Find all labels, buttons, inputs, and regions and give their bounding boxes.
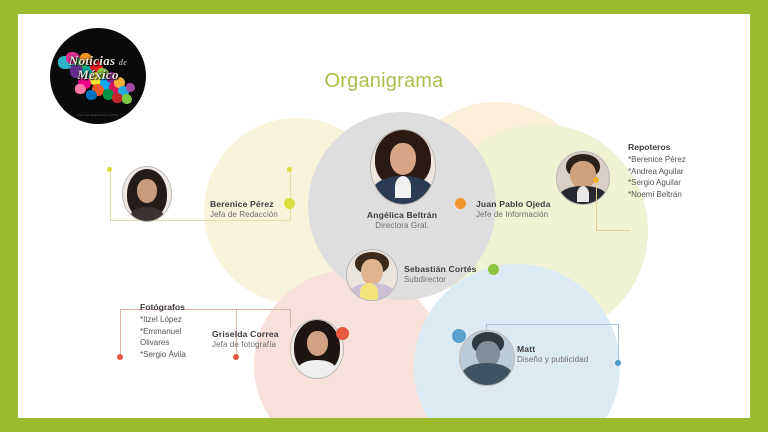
group-member: *Berenice Pérez: [628, 155, 686, 164]
group-member: *Andrea Aguilar: [628, 166, 684, 176]
group-member: *Emmanuel: [140, 326, 182, 336]
person-name: Berenice Pérez: [210, 199, 274, 209]
logo-footer-url: www.noticiasdemexico.com.mx: [77, 114, 119, 117]
label-matt: Matt Diseño y publicidad: [517, 344, 588, 364]
person-role: Jefe de Información: [476, 210, 549, 219]
person-role: Jefa de fotografía: [212, 340, 277, 349]
blob-blue-bottom: [414, 264, 620, 418]
person-name: Juan Pablo Ojeda: [476, 199, 551, 209]
group-member: *Noemi Beltrán: [628, 189, 682, 199]
person-role: Subdirector: [404, 275, 447, 284]
group-member: *Itzel López: [140, 315, 182, 324]
avatar-sebastian-cortes: [346, 249, 398, 301]
group-heading: Fotógrafos: [140, 302, 185, 312]
dot-sebastian-cortes: [488, 264, 499, 275]
mexico-map-graphic: [56, 50, 140, 110]
group-member-cont: Olivares: [140, 338, 170, 348]
person-name: Angélica Beltrán: [366, 210, 438, 220]
dot-griselda-correa: [336, 327, 349, 340]
slide-canvas: Noticias de México www.noticiasdemexico.…: [18, 14, 750, 418]
logo-line1-small: de: [118, 58, 128, 67]
group-heading: Repoteros: [628, 142, 671, 152]
label-sebastian-cortes: Sebastián Cortés Subdirector: [404, 264, 477, 284]
label-griselda-correa: Griselda Correa Jefa de fotografía: [212, 329, 279, 349]
person-name: Sebastián Cortés: [404, 264, 477, 274]
person-role: Directora Gral.: [375, 221, 429, 230]
avatar-angelica-beltran: [370, 129, 436, 205]
group-fotografos: Fotógrafos *Itzel López *Emmanuel Olivar…: [140, 302, 186, 360]
label-angelica-beltran: Angélica Beltrán Directora Gral.: [308, 210, 496, 230]
page-title: Organigrama: [324, 70, 444, 92]
logo-line1: Noticias: [68, 53, 116, 68]
logo-line2: México: [77, 66, 119, 82]
avatar-juan-pablo-ojeda: [556, 151, 610, 205]
person-name: Matt: [517, 344, 536, 354]
group-member-list: *Berenice Pérez *Andrea Aguilar *Sergio …: [628, 154, 686, 200]
person-role: Diseño y publicidad: [517, 355, 589, 364]
avatar-berenice-perez: [122, 166, 172, 222]
noticias-de-mexico-logo: Noticias de México www.noticiasdemexico.…: [50, 28, 146, 124]
avatar-matt: [459, 330, 515, 386]
group-member: *Sergio Aguilar: [628, 178, 681, 188]
person-name: Griselda Correa: [212, 329, 279, 339]
person-role: Jefa de Redacción: [210, 210, 278, 219]
group-repoteros: Repoteros *Berenice Pérez *Andrea Aguila…: [628, 142, 686, 200]
group-member-list: *Itzel López *Emmanuel Olivares *Sergio …: [140, 314, 186, 360]
avatar-griselda-correa: [290, 319, 344, 379]
label-juan-pablo-ojeda: Juan Pablo Ojeda Jefe de Información: [476, 199, 551, 219]
group-member: *Sergio Ávila: [140, 349, 186, 359]
logo-text: Noticias de México: [50, 54, 146, 81]
label-berenice-perez: Berenice Pérez Jefa de Redacción: [210, 199, 278, 219]
dot-juan-pablo-ojeda: [455, 198, 466, 209]
dot-berenice-perez: [284, 198, 295, 209]
